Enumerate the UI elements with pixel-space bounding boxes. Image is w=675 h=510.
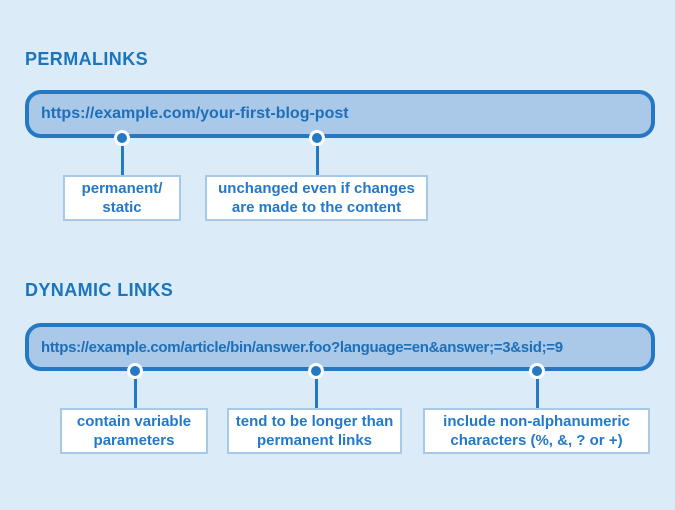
connector-line	[535, 373, 539, 408]
url-pill-dynamic: https://example.com/article/bin/answer.f…	[25, 323, 655, 371]
callout-text: include non-alphanumeric characters (%, …	[443, 413, 630, 449]
callout-non-alphanumeric: include non-alphanumeric characters (%, …	[423, 408, 650, 454]
callout-permanent-static: permanent/ static	[63, 175, 181, 221]
url-text-permalink: https://example.com/your-first-blog-post	[41, 105, 349, 122]
callout-text: contain variable parameters	[76, 413, 192, 449]
section-heading-dynamic-links: DYNAMIC LINKS	[25, 280, 174, 300]
connector-line	[314, 373, 318, 408]
connector-dot	[114, 130, 130, 146]
connector-dot	[309, 130, 325, 146]
url-text-dynamic: https://example.com/article/bin/answer.f…	[41, 338, 563, 356]
callout-text: unchanged even if changes are made to th…	[218, 180, 415, 216]
connector-dot	[127, 363, 143, 379]
connector-dot	[529, 363, 545, 379]
connector-line	[120, 140, 124, 175]
callout-variable-parameters: contain variable parameters	[60, 408, 208, 454]
connector-line	[133, 373, 137, 408]
callout-unchanged: unchanged even if changes are made to th…	[205, 175, 428, 221]
callout-text: tend to be longer than permanent links	[235, 413, 394, 449]
callout-text: permanent/ static	[81, 180, 163, 216]
connector-dot	[308, 363, 324, 379]
url-pill-permalink: https://example.com/your-first-blog-post	[25, 90, 655, 138]
callout-longer-links: tend to be longer than permanent links	[227, 408, 402, 454]
section-heading-permalinks: PERMALINKS	[25, 49, 149, 69]
connector-line	[315, 140, 319, 175]
